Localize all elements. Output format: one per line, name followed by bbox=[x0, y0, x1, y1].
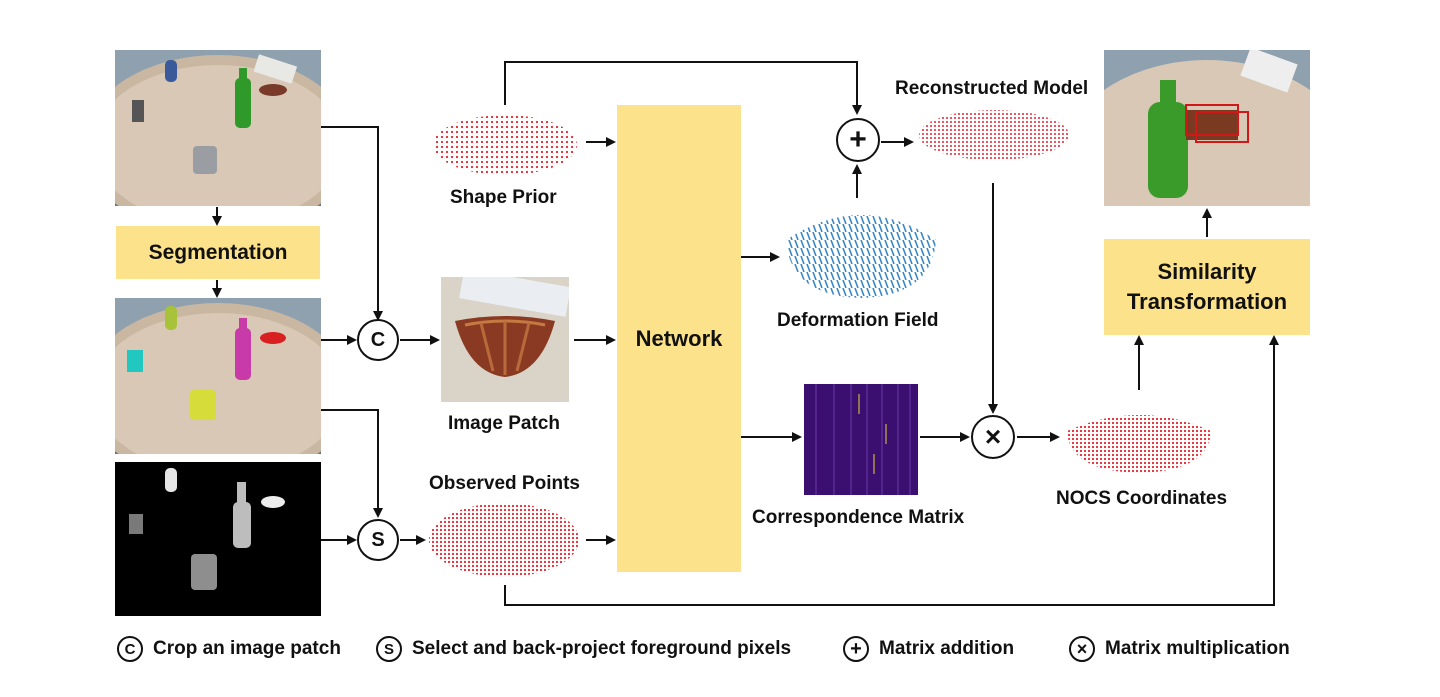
legend-select-text: Select and back-project foreground pixel… bbox=[412, 638, 792, 659]
rgb-input-image bbox=[115, 50, 321, 206]
legend-crop: C Crop an image patch bbox=[117, 636, 341, 662]
deformation-field bbox=[782, 200, 940, 300]
depth-image bbox=[115, 462, 321, 616]
legend-add: + Matrix addition bbox=[843, 636, 1014, 662]
output-pose-image bbox=[1104, 50, 1310, 206]
legend-multiply: × Matrix multiplication bbox=[1069, 636, 1290, 662]
legend-select-symbol: S bbox=[376, 636, 402, 662]
add-operator: + bbox=[836, 118, 880, 162]
segmentation-box: Segmentation bbox=[116, 226, 320, 279]
similarity-transformation-box: Similarity Transformation bbox=[1104, 239, 1310, 335]
image-patch-label: Image Patch bbox=[448, 413, 560, 434]
legend-add-symbol: + bbox=[843, 636, 869, 662]
network-box: Network bbox=[617, 105, 741, 572]
observed-points-cloud bbox=[427, 500, 582, 580]
image-patch bbox=[441, 277, 569, 402]
legend-add-text: Matrix addition bbox=[879, 638, 1015, 659]
add-operator-symbol: + bbox=[849, 123, 867, 156]
reconstructed-model-cloud bbox=[917, 108, 1072, 163]
crop-operator-symbol: C bbox=[370, 328, 386, 351]
select-operator: S bbox=[357, 519, 399, 561]
segmentation-mask-image bbox=[115, 298, 321, 454]
correspondence-matrix-label: Correspondence Matrix bbox=[752, 507, 965, 528]
legend-crop-symbol: C bbox=[117, 636, 143, 662]
select-operator-symbol: S bbox=[371, 528, 385, 551]
correspondence-matrix bbox=[804, 384, 918, 495]
nocs-coordinates-cloud bbox=[1063, 405, 1215, 475]
legend-multiply-text: Matrix multiplication bbox=[1105, 638, 1290, 659]
similarity-label-line2: Transformation bbox=[1126, 289, 1288, 314]
crop-operator: C bbox=[357, 319, 399, 361]
multiply-operator-symbol: × bbox=[984, 421, 1002, 452]
legend-crop-text: Crop an image patch bbox=[153, 638, 341, 659]
deformation-field-label: Deformation Field bbox=[777, 310, 939, 331]
shape-prior-label: Shape Prior bbox=[450, 187, 557, 208]
multiply-operator: × bbox=[971, 415, 1015, 459]
observed-points-label: Observed Points bbox=[429, 473, 580, 494]
legend-multiply-symbol: × bbox=[1069, 636, 1095, 662]
reconstructed-model-label: Reconstructed Model bbox=[895, 78, 1089, 99]
shape-prior-point-cloud bbox=[430, 110, 580, 180]
similarity-label-line1: Similarity bbox=[1157, 259, 1257, 284]
segmentation-label: Segmentation bbox=[148, 240, 288, 264]
nocs-coordinates-label: NOCS Coordinates bbox=[1056, 488, 1228, 509]
legend-select: S Select and back-project foreground pix… bbox=[376, 636, 791, 662]
network-label: Network bbox=[635, 325, 723, 351]
